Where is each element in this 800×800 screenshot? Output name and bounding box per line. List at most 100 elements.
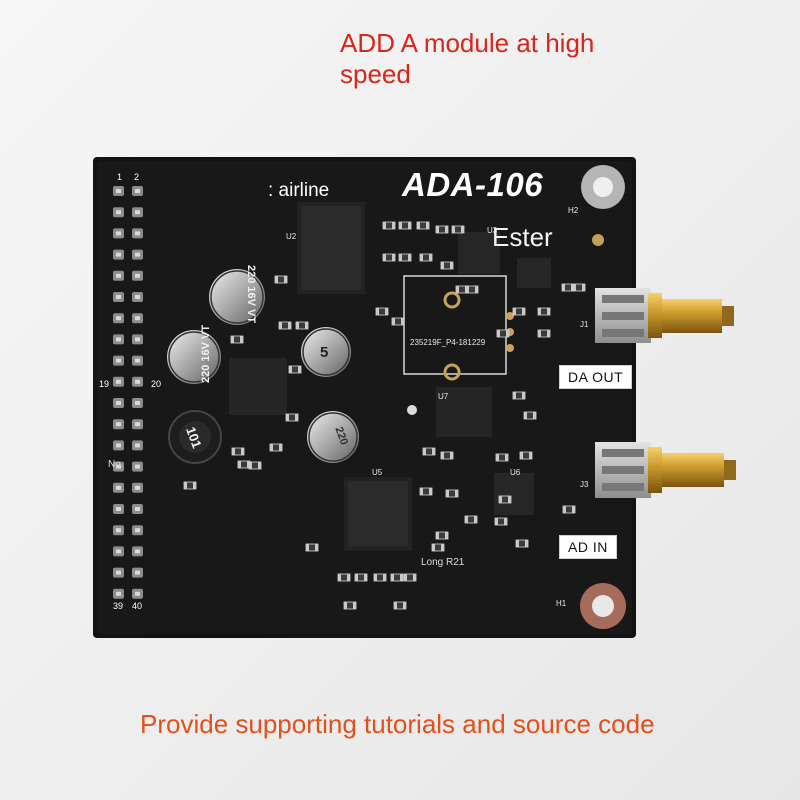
- header-pin-core: [135, 464, 140, 469]
- test-pad: [407, 405, 417, 415]
- smd-pad: [391, 574, 394, 581]
- silk-label: H2: [568, 206, 579, 215]
- capacitor-marking: 220 16V VT: [200, 324, 213, 384]
- smd-pad: [374, 574, 377, 581]
- smd-pad: [525, 540, 528, 547]
- smd-pad: [392, 318, 395, 325]
- mount-hole-h2: [581, 165, 625, 209]
- silk-label: U6: [510, 468, 521, 477]
- smd-pad: [295, 414, 298, 421]
- smd-pad: [279, 322, 282, 329]
- sma-connector-out: [595, 288, 734, 343]
- smd-pad: [306, 544, 309, 551]
- smd-pad: [247, 461, 250, 468]
- smd-pad: [547, 330, 550, 337]
- header-pin-core: [116, 273, 121, 278]
- header-pin-core: [116, 591, 121, 596]
- smd-pad: [392, 222, 395, 229]
- smd-pad: [355, 574, 358, 581]
- inductor-l4: [168, 410, 222, 464]
- header-pin-core: [116, 295, 121, 299]
- chip-regulator: [229, 358, 287, 415]
- smd-pad: [522, 308, 525, 315]
- smd-pad: [446, 490, 449, 497]
- smd-pad: [288, 322, 291, 329]
- smd-pad: [505, 454, 508, 461]
- chip-u6: [494, 473, 534, 515]
- smd-pad: [508, 496, 511, 503]
- header-pin-core: [135, 570, 140, 575]
- smd-pad: [408, 222, 411, 229]
- smd-pad: [408, 254, 411, 261]
- smd-pad: [392, 254, 395, 261]
- smd-components: [183, 221, 586, 610]
- smd-pad: [432, 544, 435, 551]
- silk-label: U7: [438, 392, 449, 401]
- smd-pad: [522, 392, 525, 399]
- smd-pad: [364, 574, 367, 581]
- pin-header: [113, 186, 143, 599]
- smd-pad: [184, 482, 187, 489]
- smd-pad: [296, 322, 299, 329]
- header-pin-core: [116, 422, 121, 427]
- header-pin-core: [116, 316, 121, 321]
- crystal-marking: 235219F_P4-181229: [410, 338, 486, 347]
- smd-pad: [582, 284, 585, 291]
- smd-pad: [279, 444, 282, 451]
- smd-pad: [376, 308, 379, 315]
- chip-u2: [297, 202, 365, 294]
- header-pin-core: [116, 507, 121, 511]
- smd-pad: [538, 330, 541, 337]
- smd-pad: [445, 532, 448, 539]
- header-pin-core: [116, 549, 121, 554]
- header-pin-core: [135, 273, 140, 278]
- capacitor-c40: [209, 269, 265, 325]
- smd-pad: [231, 336, 234, 343]
- smd-pad: [275, 276, 278, 283]
- smd-pad: [441, 452, 444, 459]
- silk-label: J1: [580, 320, 589, 329]
- header-pin-core: [135, 422, 140, 427]
- smd-pad: [520, 452, 523, 459]
- watermark-text: : airline: [268, 180, 330, 201]
- header-pin-core: [116, 528, 121, 533]
- smd-pad: [450, 262, 453, 269]
- smd-pad: [305, 322, 308, 329]
- smd-pad: [399, 222, 402, 229]
- smd-pad: [238, 461, 241, 468]
- header-pin-core: [135, 189, 140, 193]
- silk-label: H1: [556, 599, 567, 608]
- silk-label: U5: [372, 468, 383, 477]
- mount-hole-h1: [580, 583, 626, 629]
- smd-pad: [258, 462, 261, 469]
- header-pin-core: [116, 401, 121, 405]
- smd-pad: [413, 574, 416, 581]
- header-pin-core: [135, 591, 140, 596]
- smd-pad: [513, 308, 516, 315]
- smd-pad: [572, 506, 575, 513]
- header-pin-core: [135, 401, 140, 405]
- header-pin-core: [135, 231, 140, 236]
- header-pin-core: [135, 443, 140, 448]
- smd-pad: [344, 602, 347, 609]
- smd-pad: [562, 284, 565, 291]
- smd-pad: [432, 448, 435, 455]
- smd-pad: [429, 254, 432, 261]
- smd-pad: [547, 308, 550, 315]
- smd-pad: [465, 516, 468, 523]
- smd-pad: [445, 226, 448, 233]
- capacitor-marking: 5: [320, 344, 329, 361]
- smd-pad: [383, 222, 386, 229]
- smd-pad: [423, 448, 426, 455]
- smd-pad: [529, 452, 532, 459]
- smd-pad: [524, 412, 527, 419]
- chip-small-right: [517, 258, 551, 288]
- smd-pad: [474, 516, 477, 523]
- pin-label: 1: [117, 172, 123, 182]
- smd-pad: [466, 286, 469, 293]
- header-pin-core: [135, 316, 140, 321]
- pin-label: 20: [151, 379, 162, 389]
- pin-label: 2: [134, 172, 140, 182]
- smd-pad: [241, 448, 244, 455]
- header-pin-core: [116, 337, 121, 342]
